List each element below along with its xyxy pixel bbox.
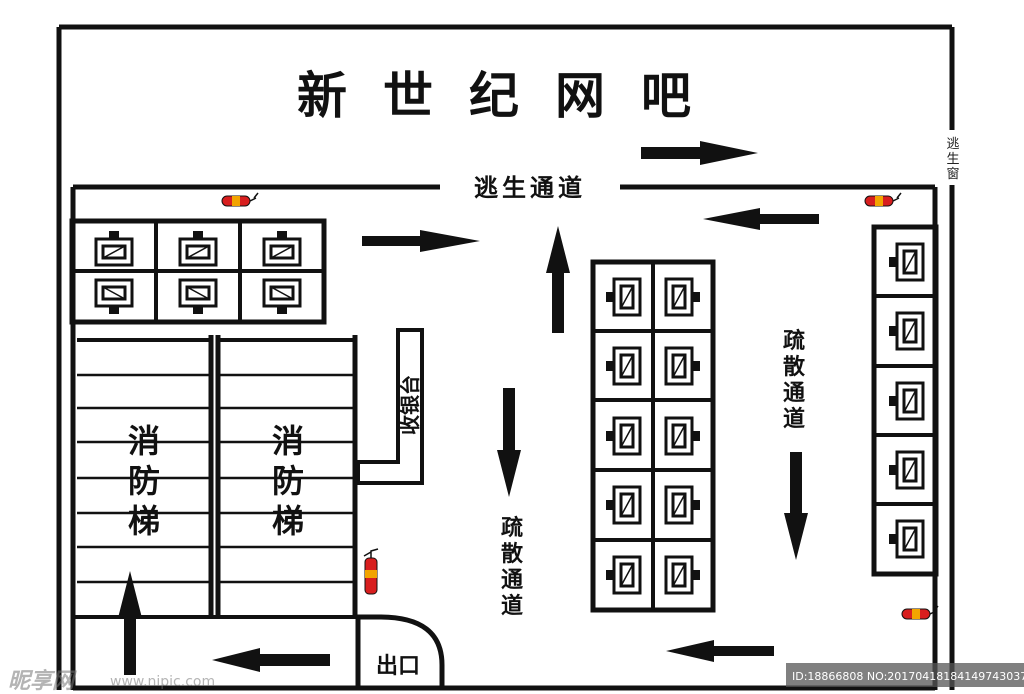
- watermark-logo: 昵享网: [8, 668, 77, 694]
- evac-passage-char: 散: [501, 542, 524, 567]
- direction-arrow-icon: [212, 648, 330, 672]
- monitor-icon: [664, 485, 702, 525]
- fire-stairs-label-left: 消 防 梯: [128, 422, 160, 540]
- direction-arrow-icon: [641, 141, 758, 165]
- monitor-icon: [178, 278, 218, 316]
- monitor-icon: [887, 519, 925, 559]
- fire-stairs-char: 梯: [128, 502, 160, 540]
- cashier-counter: 收银台: [356, 328, 424, 485]
- direction-arrow-icon: [666, 640, 774, 662]
- fire-extinguisher-icon: [221, 192, 259, 207]
- cashier-label: 收银台: [398, 375, 422, 435]
- monitor-icon: [664, 346, 702, 386]
- direction-arrow-icon: [703, 208, 819, 230]
- monitor-icon: [887, 242, 925, 282]
- evac-passage-char: 道: [501, 593, 523, 619]
- monitor-icon: [604, 485, 642, 525]
- computer-block-right: [871, 224, 939, 577]
- evac-passage-char: 疏: [783, 328, 805, 354]
- monitor-icon: [262, 278, 302, 316]
- direction-arrow-icon: [362, 230, 480, 252]
- computer-block-top-left: [69, 218, 327, 325]
- fire-stairs-right: [215, 335, 358, 615]
- page-title: 新世纪网吧: [297, 67, 727, 125]
- exit-door: 出口: [355, 614, 445, 691]
- escape-window-char: 窗: [946, 166, 959, 182]
- monitor-icon: [604, 346, 642, 386]
- watermark: 昵享网 www.nipic.com: [8, 668, 215, 694]
- evac-passage-char: 疏: [501, 515, 523, 541]
- evac-passage-char: 散: [783, 355, 806, 380]
- monitor-icon: [262, 229, 302, 267]
- fire-stairs-label-right: 消 防 梯: [272, 422, 304, 540]
- monitor-icon: [664, 555, 702, 595]
- escape-window-char: 逃: [946, 137, 959, 152]
- evac-passage-label-center: 疏 散 通 道: [501, 515, 524, 619]
- monitor-icon: [604, 555, 642, 595]
- escape-window-label: 逃 生 窗: [946, 137, 959, 182]
- watermark-url: www.nipic.com: [110, 674, 215, 690]
- evac-passage-char: 道: [783, 406, 805, 432]
- fire-extinguisher-icon: [864, 192, 902, 207]
- monitor-icon: [604, 416, 642, 456]
- monitor-icon: [664, 277, 702, 317]
- direction-arrow-icon: [546, 226, 570, 333]
- monitor-icon: [887, 311, 925, 351]
- evac-passage-char: 通: [501, 568, 523, 593]
- fire-stairs-char: 防: [272, 462, 304, 500]
- fire-stairs-char: 消: [272, 422, 304, 460]
- monitor-icon: [94, 229, 134, 267]
- fire-stairs-char: 梯: [272, 502, 304, 540]
- direction-arrow-icon: [497, 388, 521, 497]
- direction-arrow-icon: [784, 452, 808, 560]
- monitor-icon: [664, 416, 702, 456]
- escape-window-char: 生: [946, 152, 959, 167]
- monitor-icon: [887, 381, 925, 421]
- fire-extinguisher-icon: [363, 548, 379, 595]
- direction-arrow-icon: [118, 571, 142, 675]
- fire-stairs-left: [77, 335, 214, 615]
- exit-label: 出口: [376, 654, 420, 679]
- evac-passage-label-right: 疏 散 通 道: [783, 328, 806, 432]
- evac-passage-char: 通: [783, 381, 805, 406]
- monitor-icon: [94, 278, 134, 316]
- outer-wall: [56, 24, 955, 690]
- fire-stairs-char: 消: [128, 422, 160, 460]
- monitor-icon: [178, 229, 218, 267]
- escape-passage-label: 逃生通道: [474, 174, 586, 202]
- watermark-id-bar: [786, 663, 1024, 687]
- fire-stairs-char: 防: [128, 462, 160, 500]
- monitor-icon: [604, 277, 642, 317]
- watermark-id: ID:18866808 NO:20170418184149743037: [792, 670, 1024, 683]
- computer-block-center: [590, 259, 716, 613]
- monitor-icon: [887, 450, 925, 490]
